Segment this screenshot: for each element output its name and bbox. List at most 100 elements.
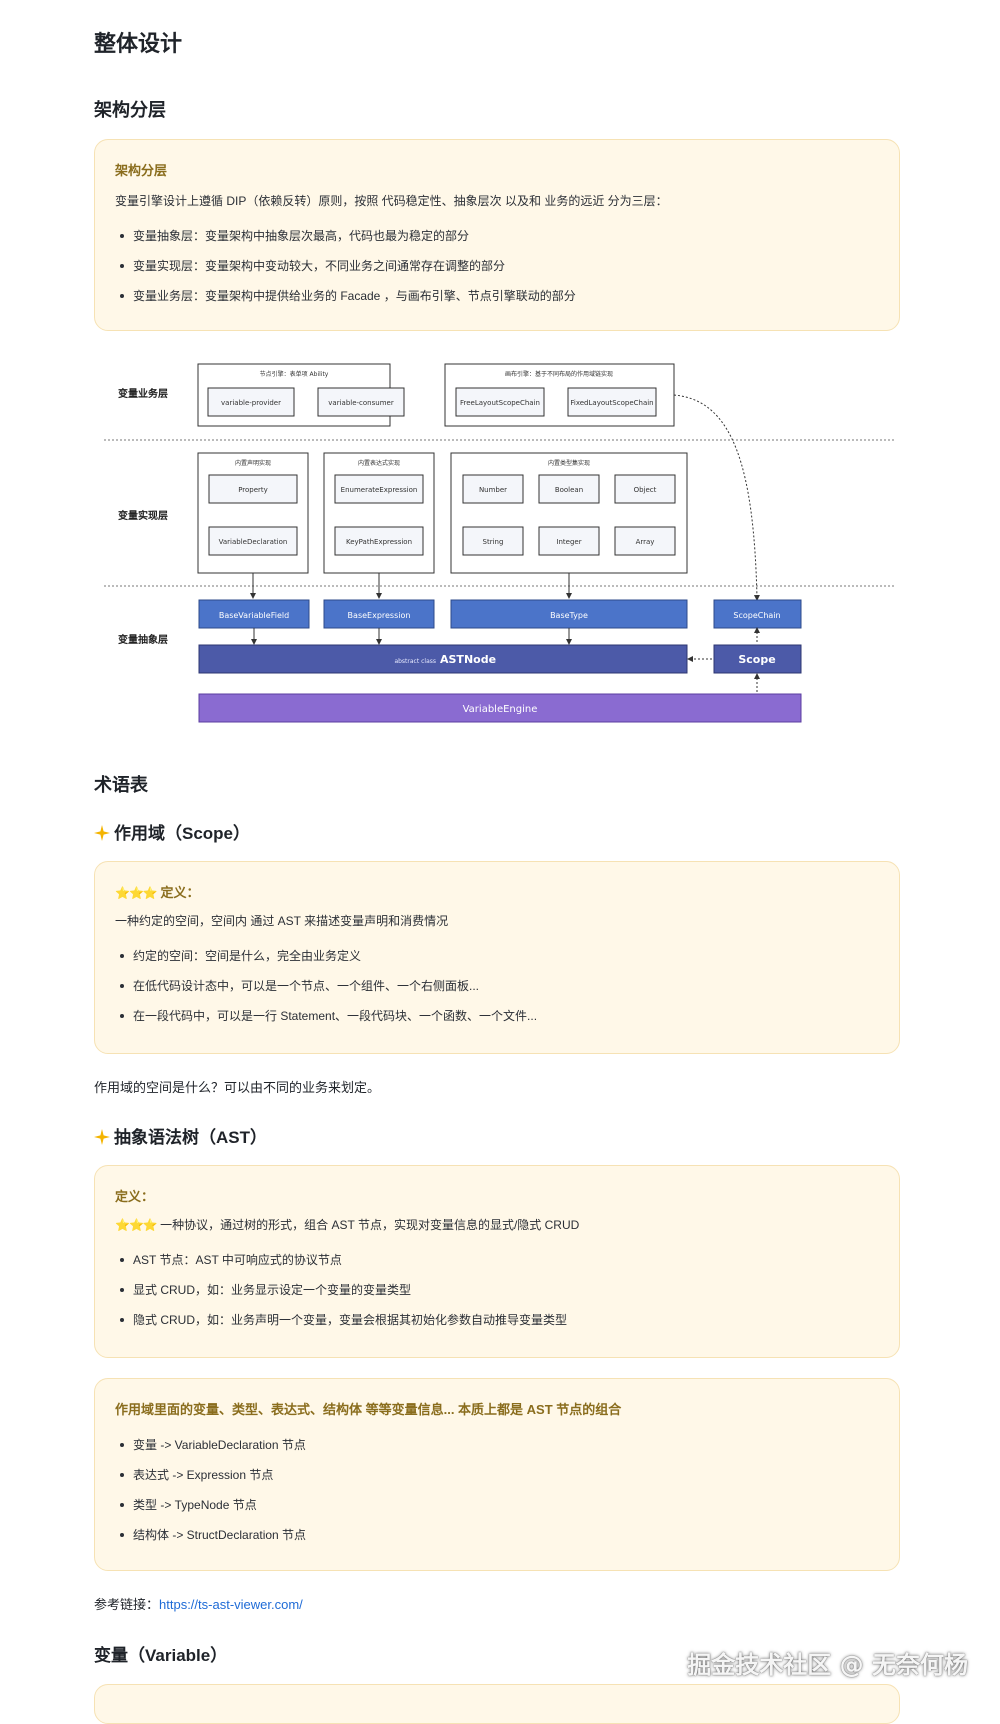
watermark: 掘金技术社区 @ 无奈何杨 [687,1651,968,1679]
node-engine-title: 节点引擎：表单项 Ability [260,370,329,378]
list-item: 结构体 -> StructDeclaration 节点 [119,1527,306,1557]
scope-callout-title: ⭐⭐⭐ 定义： [115,882,199,901]
ast-nodes-callout: 作用域里面的变量、类型、表达式、结构体 等等变量信息... 本质上都是 AST … [94,1378,900,1571]
scope-callout: ⭐⭐⭐ 定义： 一种约定的空间，空间内 通过 AST 来描述变量声明和消费情况 … [94,861,900,1054]
node-item-box [207,387,295,417]
decl-item-label: VariableDeclaration [219,538,288,546]
scopechain-curve-arrow [673,394,760,601]
ast-intro: ⭐⭐⭐ 一种协议，通过树的形式，组合 AST 节点，实现对变量信息的显式/隐式 … [115,1216,579,1233]
definition-label: 定义： [160,885,200,900]
engine-box [198,693,802,723]
list-item: 表达式 -> Expression 节点 [119,1467,306,1497]
decl-item-box [208,526,298,556]
sparkle-icon [94,825,110,841]
node-item-label: variable-provider [221,399,281,407]
arch-list: 变量抽象层：变量架构中抽象层次最高，代码也最为稳定的部分 变量实现层：变量架构中… [115,228,576,318]
type-item-label: Number [479,486,507,494]
type-item-label: Boolean [555,486,583,494]
list-item: 变量 -> VariableDeclaration 节点 [119,1437,306,1467]
type-item-box [462,526,524,556]
base-label: BaseVariableField [219,611,289,620]
scope-box [713,644,802,674]
engine-label: VariableEngine [463,704,538,715]
page-title: 整体设计 [94,31,183,56]
type-item-box [538,526,600,556]
stars-icon: ⭐⭐⭐ [115,1218,158,1232]
ast-nodes-list: 变量 -> VariableDeclaration 节点 表达式 -> Expr… [115,1437,306,1557]
expr-group-title: 内置表达式实现 [358,459,400,467]
ast-heading-text: 抽象语法树（AST） [114,1128,267,1147]
list-item: 变量实现层：变量架构中变动较大，不同业务之间通常存在调整的部分 [120,258,576,288]
reference-link[interactable]: https://ts-ast-viewer.com/ [159,1597,303,1612]
arch-callout-title: 架构分层 [115,163,168,178]
layer-label-impl: 变量实现层 [118,509,168,522]
list-item: 变量抽象层：变量架构中抽象层次最高，代码也最为稳定的部分 [120,228,576,258]
ast-list: AST 节点：AST 中可响应式的协议节点 显式 CRUD，如：业务显示设定一个… [115,1252,567,1342]
base-label: BaseType [550,611,588,620]
arch-callout: 架构分层 变量引擎设计上遵循 DIP（依赖反转）原则，按照 代码稳定性、抽象层次… [94,139,900,331]
expr-item-label: KeyPathExpression [346,538,412,546]
layer-label-abstract: 变量抽象层 [118,633,168,646]
scope-heading-text: 作用域（Scope） [114,824,251,843]
expr-item-box [334,526,424,556]
base-box [450,599,688,629]
scope-intro: 一种约定的空间，空间内 通过 AST 来描述变量声明和消费情况 [115,914,449,928]
type-item-label: Integer [556,538,581,546]
astnode-label: ASTNode [440,653,496,666]
ast-intro-text: 一种协议，通过树的形式，组合 AST 节点，实现对变量信息的显式/隐式 CRUD [160,1218,580,1232]
list-item: 变量业务层：变量架构中提供给业务的 Facade ，与画布引擎、节点引擎联动的部… [120,288,576,318]
ast-nodes-callout-title: 作用域里面的变量、类型、表达式、结构体 等等变量信息... 本质上都是 AST … [115,1402,622,1417]
type-item-box [614,474,676,504]
variable-callout [94,1684,900,1724]
scope-label: Scope [738,653,775,666]
ast-heading: 抽象语法树（AST） [94,1123,267,1148]
astnode-prefix: abstract class [394,658,436,665]
stars-icon: ⭐⭐⭐ [115,886,158,900]
canvas-item-box [455,387,545,417]
canvas-engine-title: 画布引擎：基于不同布局的作用域链实现 [505,370,613,378]
ast-callout-title: 定义： [115,1189,155,1204]
type-item-box [614,526,676,556]
type-item-box [538,474,600,504]
glossary-heading: 术语表 [94,775,148,795]
type-item-box [462,474,524,504]
list-item: AST 节点：AST 中可响应式的协议节点 [119,1252,567,1282]
node-item-label: variable-consumer [328,399,394,407]
scope-heading: 作用域（Scope） [94,819,250,844]
ast-callout: 定义： ⭐⭐⭐ 一种协议，通过树的形式，组合 AST 节点，实现对变量信息的显式… [94,1165,900,1358]
architecture-diagram: 变量业务层 变量实现层 变量抽象层 节点引擎：表单项 Ability varia… [104,363,894,723]
arch-heading: 架构分层 [94,100,166,120]
canvas-item-label: FreeLayoutScopeChain [460,399,540,407]
sparkle-icon [94,1129,110,1145]
base-box [198,599,310,629]
scope-after-paragraph: 作用域的空间是什么？可以由不同的业务来划定。 [94,1080,381,1095]
list-item: 约定的空间：空间是什么，完全由业务定义 [119,948,537,978]
arch-intro: 变量引擎设计上遵循 DIP（依赖反转）原则，按照 代码稳定性、抽象层次 以及和 … [115,194,668,208]
expr-item-box [334,474,424,504]
decl-item-box [208,474,298,504]
base-box [713,599,802,629]
base-label: BaseExpression [348,611,411,620]
base-label: ScopeChain [733,611,780,620]
list-item: 在一段代码中，可以是一行 Statement、一段代码块、一个函数、一个文件..… [119,1008,537,1038]
canvas-item-label: FixedLayoutScopeChain [570,399,653,407]
type-group-title: 内置类型集实现 [548,459,590,467]
expr-item-label: EnumerateExpression [341,486,418,494]
node-item-box [317,387,405,417]
canvas-item-box [567,387,657,417]
type-item-label: Array [636,538,655,546]
reference-label: 参考链接： [94,1597,160,1612]
scope-list: 约定的空间：空间是什么，完全由业务定义 在低代码设计态中，可以是一个节点、一个组… [115,948,537,1038]
type-item-label: Object [634,486,657,494]
layer-label-business: 变量业务层 [118,387,168,400]
list-item: 类型 -> TypeNode 节点 [119,1497,306,1527]
list-item: 隐式 CRUD，如：业务声明一个变量，变量会根据其初始化参数自动推导变量类型 [119,1312,567,1342]
list-item: 在低代码设计态中，可以是一个节点、一个组件、一个右侧面板... [119,978,537,1008]
decl-group-title: 内置声明实现 [235,459,271,467]
decl-item-label: Property [238,486,268,494]
reference-line: 参考链接：https://ts-ast-viewer.com/ [94,1594,303,1613]
variable-heading: 变量（Variable） [94,1646,228,1665]
astnode-box [198,644,688,674]
list-item: 显式 CRUD，如：业务显示设定一个变量的变量类型 [119,1282,567,1312]
type-item-label: String [483,538,504,546]
